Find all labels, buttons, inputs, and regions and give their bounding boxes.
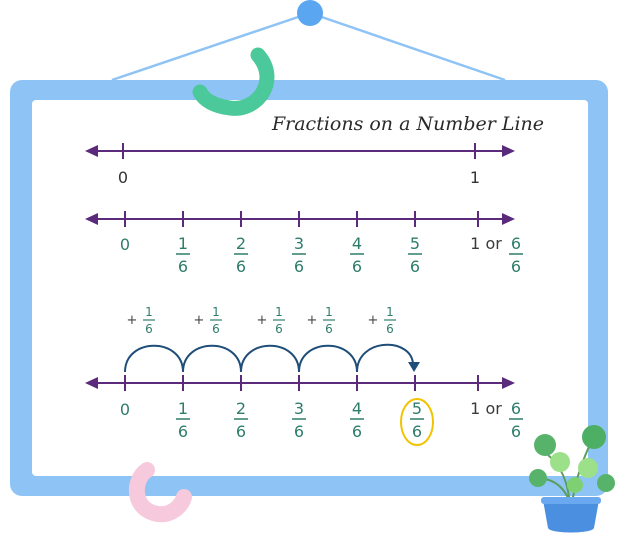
jump-arc xyxy=(240,344,300,373)
numerator: 1 xyxy=(275,305,283,319)
potted-plant-decoration xyxy=(529,425,615,533)
plus-sign: + xyxy=(307,313,318,328)
jump-arc xyxy=(298,344,358,373)
denominator: 6 xyxy=(178,422,188,441)
denominator: 6 xyxy=(178,257,188,276)
fraction-label: 1 6 xyxy=(176,399,190,441)
end-prefix: 1 or xyxy=(470,234,502,253)
jump-arc xyxy=(182,344,242,373)
end-prefix: 1 or xyxy=(470,399,502,418)
end-label: 1 or 6 6 xyxy=(470,234,523,276)
leaf-icon xyxy=(597,474,615,492)
jump-arc xyxy=(356,343,414,373)
denominator: 6 xyxy=(412,422,422,441)
label-zero: 0 xyxy=(120,235,130,254)
denominator: 6 xyxy=(294,422,304,441)
left-arrow-icon xyxy=(85,377,98,389)
end-label: 1 or 6 6 xyxy=(470,399,523,441)
numerator: 1 xyxy=(212,305,220,319)
fraction-label-highlighted: 5 6 xyxy=(400,398,434,446)
jump-label: + 1 6 xyxy=(194,305,222,336)
denominator: 6 xyxy=(275,322,283,336)
jump-label: + 1 6 xyxy=(307,305,335,336)
denominator: 6 xyxy=(511,422,521,441)
plus-sign: + xyxy=(127,313,138,328)
jump-label: + 1 6 xyxy=(368,305,396,336)
fraction-label: 2 6 xyxy=(234,399,248,441)
numerator: 1 xyxy=(325,305,333,319)
fraction-label: 4 6 xyxy=(350,399,364,441)
number-line-bottom: 0 1 6 2 6 3 6 4 6 5 6 1 or 6 xyxy=(85,375,523,446)
numerator: 6 xyxy=(511,399,521,418)
right-arrow-icon xyxy=(502,213,515,225)
hanging-string xyxy=(111,11,506,82)
denominator: 6 xyxy=(325,322,333,336)
left-arrow-icon xyxy=(85,145,98,157)
jump-labels: + 1 6 + 1 6 + 1 6 + 1 6 + 1 6 xyxy=(127,305,396,336)
label-one: 1 xyxy=(470,168,480,187)
numerator: 3 xyxy=(294,399,304,418)
denominator: 6 xyxy=(352,257,362,276)
fraction-label: 1 6 xyxy=(176,234,190,276)
numerator: 6 xyxy=(511,234,521,253)
denominator: 6 xyxy=(294,257,304,276)
plus-sign: + xyxy=(194,313,205,328)
numerator: 2 xyxy=(236,399,246,418)
denominator: 6 xyxy=(352,422,362,441)
numerator: 1 xyxy=(386,305,394,319)
denominator: 6 xyxy=(386,322,394,336)
plus-sign: + xyxy=(257,313,268,328)
denominator: 6 xyxy=(511,257,521,276)
numerator: 4 xyxy=(352,234,362,253)
pin-icon xyxy=(297,0,323,26)
jump-arcs xyxy=(124,343,420,373)
label-zero: 0 xyxy=(120,400,130,419)
fraction-label: 2 6 xyxy=(234,234,248,276)
jump-arc xyxy=(124,344,184,373)
denominator: 6 xyxy=(236,257,246,276)
denominator: 6 xyxy=(212,322,220,336)
plus-sign: + xyxy=(368,313,379,328)
right-arrow-icon xyxy=(502,145,515,157)
leaf-icon xyxy=(578,458,598,478)
leaf-icon xyxy=(567,477,583,493)
numerator: 1 xyxy=(178,399,188,418)
label-zero: 0 xyxy=(118,168,128,187)
arrowhead-icon xyxy=(408,362,420,372)
left-arrow-icon xyxy=(85,213,98,225)
fraction-label: 5 6 xyxy=(408,234,422,276)
denominator: 6 xyxy=(410,257,420,276)
leaf-icon xyxy=(529,469,547,487)
fraction-label: 3 6 xyxy=(292,399,306,441)
numerator: 1 xyxy=(178,234,188,253)
numerator: 1 xyxy=(145,305,153,319)
right-arrow-icon xyxy=(502,377,515,389)
flower-pot xyxy=(543,500,599,533)
pot-rim xyxy=(541,497,601,504)
number-line-top: 0 1 xyxy=(85,143,515,187)
jump-label: + 1 6 xyxy=(127,305,155,336)
leaf-icon xyxy=(550,452,570,472)
page-title: Fractions on a Number Line xyxy=(271,113,544,135)
numerator: 3 xyxy=(294,234,304,253)
numerator: 5 xyxy=(410,234,420,253)
leaf-icon xyxy=(534,434,556,456)
fraction-label: 4 6 xyxy=(350,234,364,276)
denominator: 6 xyxy=(145,322,153,336)
numerator: 4 xyxy=(352,399,362,418)
numerator: 2 xyxy=(236,234,246,253)
highlight-circle xyxy=(400,398,434,446)
jump-label: + 1 6 xyxy=(257,305,285,336)
denominator: 6 xyxy=(236,422,246,441)
fraction-label: 3 6 xyxy=(292,234,306,276)
numerator: 5 xyxy=(412,399,422,418)
pink-hook-decoration xyxy=(128,462,192,523)
board-surface xyxy=(32,100,588,476)
number-line-middle: 0 1 6 2 6 3 6 4 6 5 6 1 or 6 xyxy=(85,211,523,276)
green-hook-decoration xyxy=(192,47,275,116)
leaf-icon xyxy=(582,425,606,449)
